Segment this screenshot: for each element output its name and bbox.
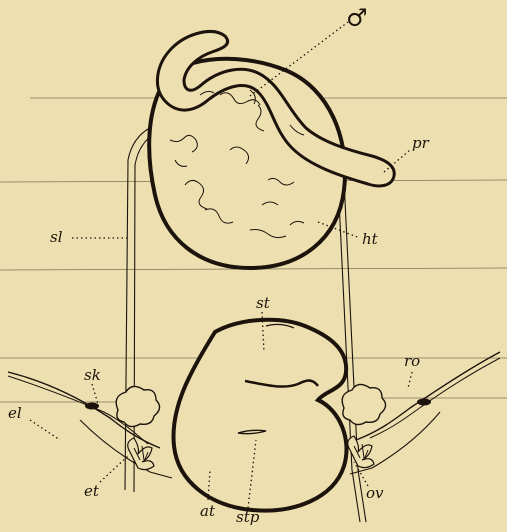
- leader-ro: [408, 372, 412, 388]
- label-at: at: [200, 502, 216, 520]
- right-ovary-blob: [342, 384, 385, 424]
- label-stp: stp: [236, 508, 260, 526]
- label-et: et: [84, 482, 100, 500]
- label-male: ♂: [346, 4, 368, 32]
- lower-body: [173, 320, 346, 511]
- leader-et: [100, 456, 128, 482]
- label-ht: ht: [362, 230, 379, 248]
- left-egg-cluster: [128, 438, 154, 470]
- right-lateral-organ: [342, 352, 500, 474]
- stomach-outline: [173, 320, 346, 511]
- left-lateral-organ: [8, 372, 172, 478]
- label-ov: ov: [366, 484, 384, 502]
- label-sk: sk: [84, 366, 101, 384]
- label-st: st: [256, 294, 271, 312]
- label-pr: pr: [412, 134, 430, 152]
- leader-pr: [384, 150, 410, 172]
- label-ro: ro: [404, 352, 420, 370]
- left-eye-spot: [85, 403, 99, 410]
- right-eye-spot: [417, 399, 431, 406]
- label-el: el: [8, 404, 22, 422]
- left-ovary-blob: [116, 386, 159, 426]
- leader-sk: [92, 384, 98, 404]
- label-sl: sl: [50, 228, 63, 246]
- leader-el: [30, 420, 60, 440]
